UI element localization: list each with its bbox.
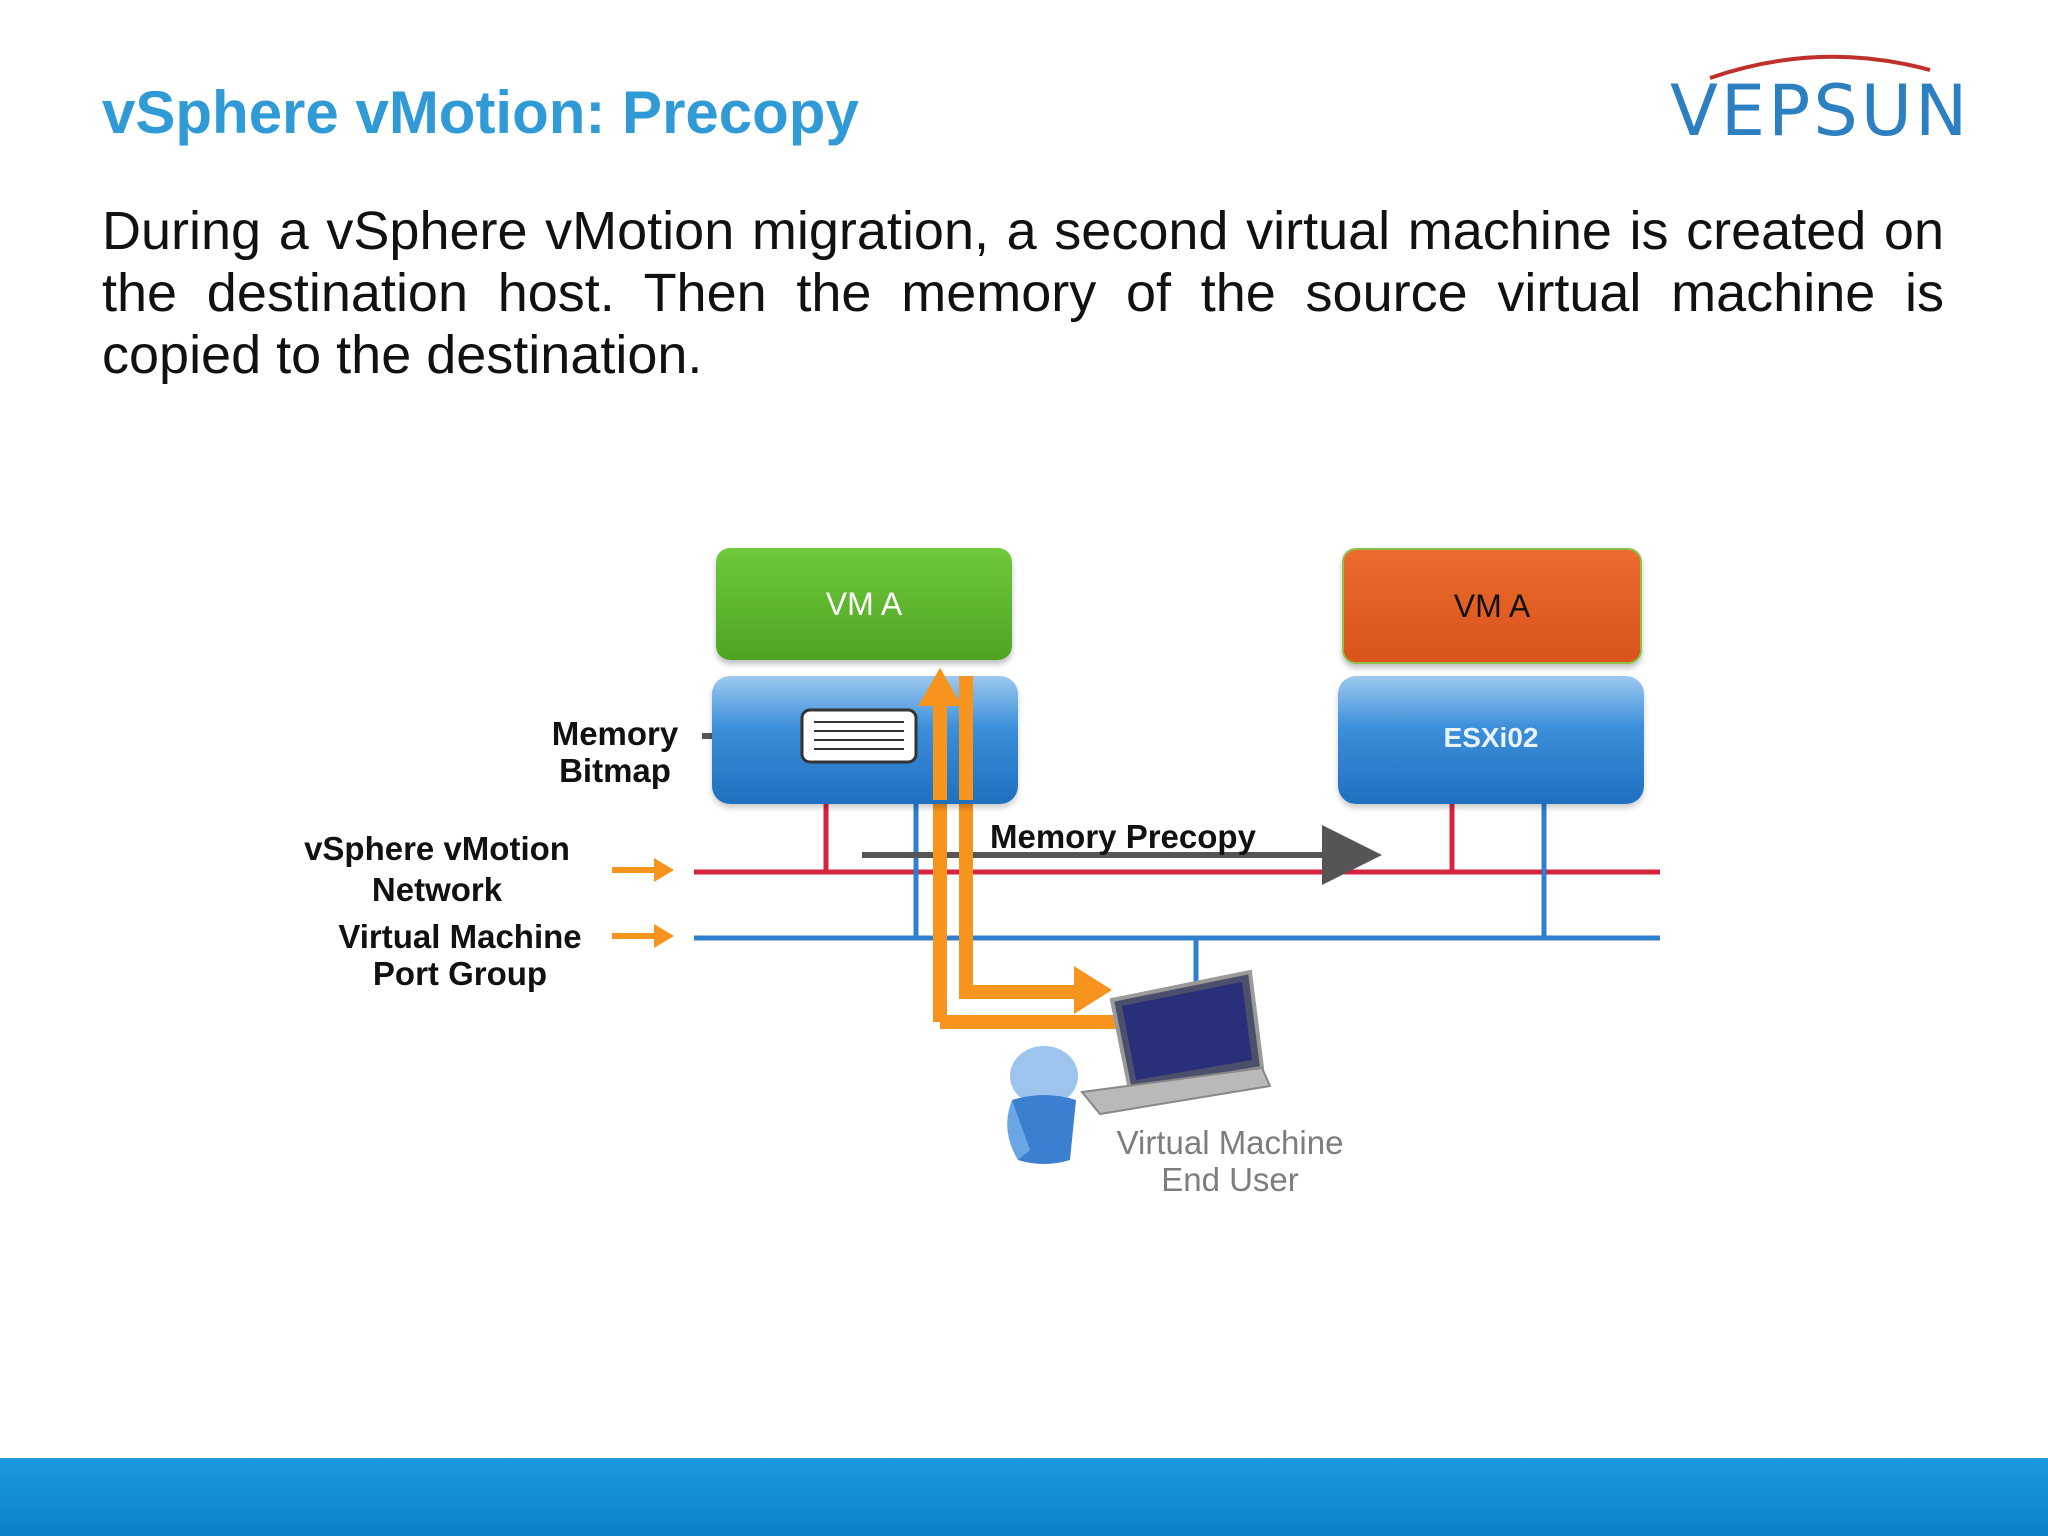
source-vm-box: VM A <box>716 548 1012 660</box>
footer-bar <box>0 1458 2048 1536</box>
vm-port-group-label: Virtual Machine Port Group <box>320 918 600 992</box>
memory-bitmap-overlay-icon <box>800 708 918 764</box>
dest-vm-box: VM A <box>1342 548 1642 664</box>
memory-bitmap-label-line1: Memory <box>551 715 679 752</box>
dest-host-label: ESXi02 <box>1443 722 1539 753</box>
vmotion-network-label: vSphere vMotion Network <box>290 828 584 910</box>
end-user-label-line1: Virtual Machine <box>1116 1124 1344 1161</box>
slide-description: During a vSphere vMotion migration, a se… <box>102 201 1944 385</box>
memory-precopy-label: Memory Precopy <box>990 818 1256 855</box>
vm-port-group-arrow-icon <box>612 924 674 948</box>
vm-port-group-label-line1: Virtual Machine <box>338 918 582 955</box>
dest-host-box: ESXi02 <box>1338 676 1644 804</box>
logo-arc-icon <box>1709 54 1931 80</box>
end-user-label-line2: End User <box>1161 1161 1299 1198</box>
logo-text: VEPSUN <box>1670 70 1971 152</box>
dest-vm-label: VM A <box>1453 587 1531 624</box>
vm-traffic-path-overlay-icon <box>918 668 973 800</box>
source-vm-label: VM A <box>825 585 903 622</box>
vepsun-logo: VEPSUN <box>1670 48 1967 152</box>
end-user-label: Virtual Machine End User <box>1100 1124 1360 1198</box>
vmotion-network-label-line2: Network <box>371 871 503 908</box>
slide-title: vSphere vMotion: Precopy <box>102 79 859 146</box>
memory-bitmap-label-line2: Bitmap <box>559 752 671 789</box>
vmotion-network-arrow-icon <box>612 858 674 882</box>
laptop-icon <box>1080 969 1272 1116</box>
user-icon <box>1007 1046 1078 1164</box>
memory-bitmap-label: Memory Bitmap <box>540 715 690 789</box>
vm-port-group-label-line2: Port Group <box>372 955 548 992</box>
vmotion-network-label-line1: vSphere vMotion <box>304 830 570 867</box>
